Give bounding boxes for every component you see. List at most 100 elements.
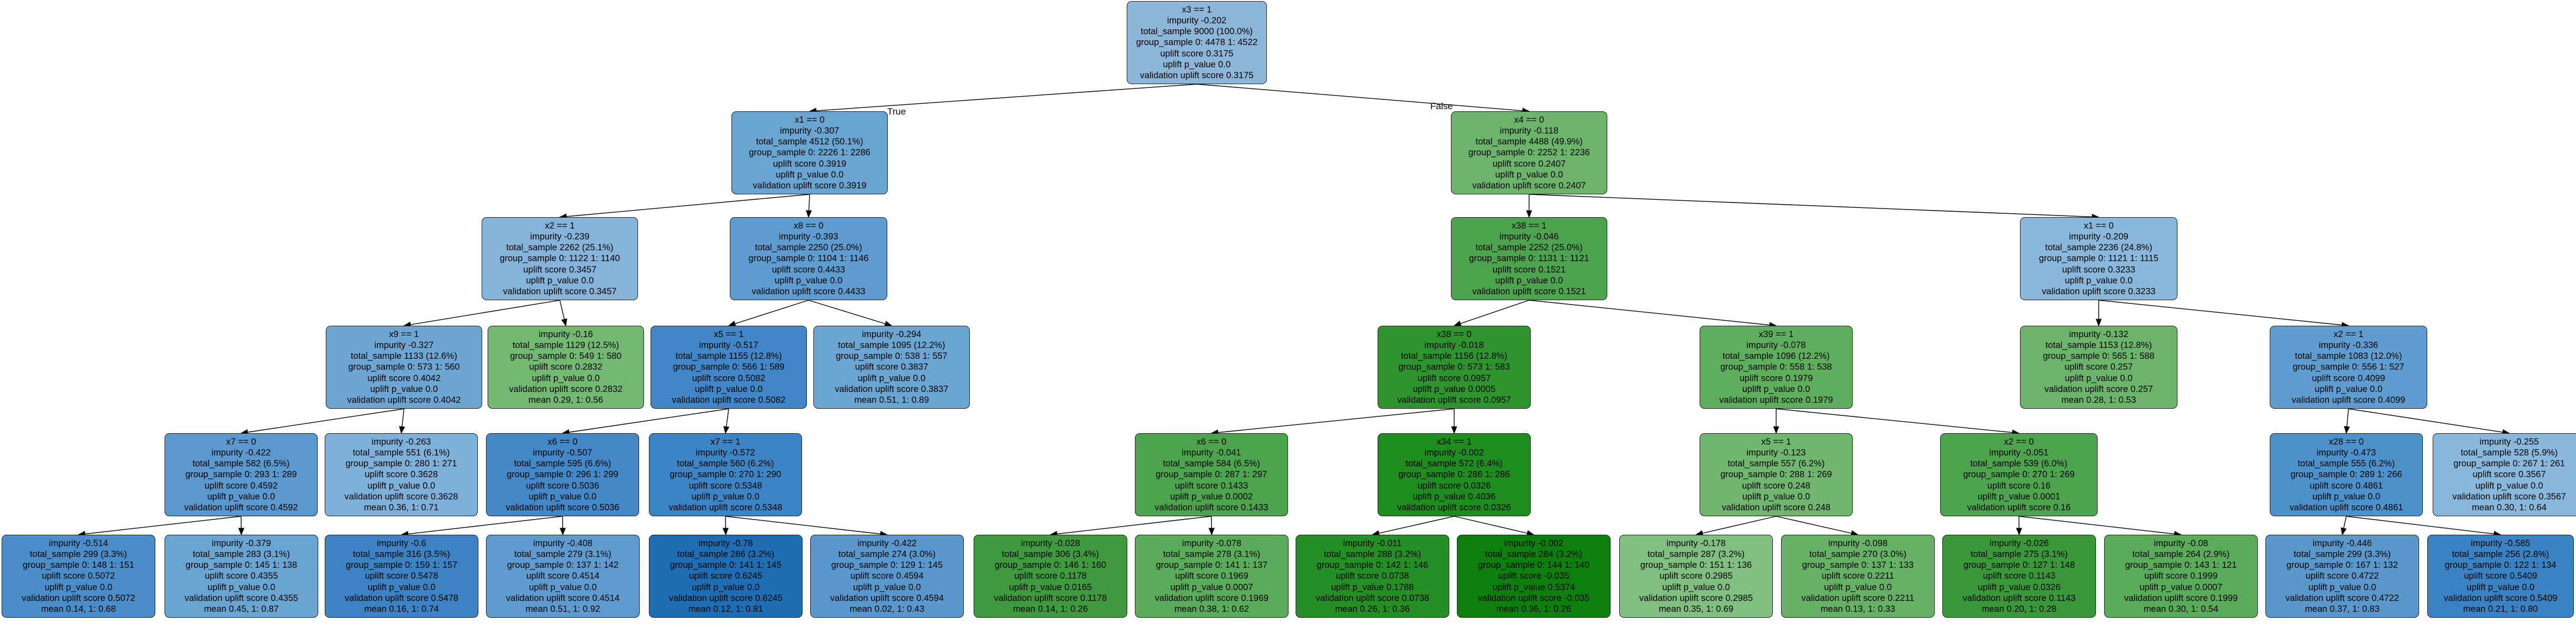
node-line: impurity -0.051 — [1989, 447, 2049, 458]
node-line: uplift score 0.4722 — [2306, 571, 2379, 581]
node-line: uplift score 0.4861 — [2309, 480, 2383, 491]
node-line: uplift score 0.5348 — [689, 480, 762, 491]
node-line: impurity -0.118 — [1500, 125, 1558, 136]
node-line: uplift score 0.5036 — [526, 480, 599, 491]
node-line: group_sample 0: 549 1: 580 — [510, 351, 622, 362]
node-line: uplift p_value 0.0 — [774, 275, 843, 286]
node-line: validation uplift score 0.2211 — [1801, 593, 1915, 603]
node-line: group_sample 0: 167 1: 132 — [2286, 560, 2398, 571]
node-line: impurity -0.011 — [1343, 538, 1402, 548]
node-line: validation uplift score 0.4433 — [752, 287, 866, 296]
edge-n0-n2 — [1196, 84, 1530, 114]
node-line: group_sample 0: 566 1: 589 — [673, 362, 785, 372]
node-line: uplift score -0.035 — [1498, 571, 1570, 581]
node-line: mean 0.35, 1: 0.69 — [1658, 604, 1734, 614]
node-line: impurity -0.408 — [533, 538, 593, 548]
node-line: x9 == 1 — [389, 329, 419, 339]
node-line: validation uplift score 0.3175 — [1140, 71, 1254, 80]
node-line: validation uplift score 0.5409 — [2444, 593, 2558, 603]
node-line: x2 == 1 — [545, 220, 575, 231]
node-line: group_sample 0: 143 1: 121 — [2125, 560, 2237, 571]
node-line: mean 0.02, 1: 0.43 — [849, 604, 925, 614]
node-line: total_sample 1095 (12.2%) — [838, 340, 945, 350]
node-line: mean 0.29, 1: 0.56 — [528, 395, 603, 405]
node-line: mean 0.38, 1: 0.62 — [1174, 604, 1249, 614]
node-line: group_sample 0: 267 1: 261 — [2453, 459, 2565, 469]
node-line: group_sample 0: 146 1: 160 — [994, 560, 1107, 571]
edge-n4-n10 — [808, 300, 893, 327]
node-line: uplift p_value 0.0 — [2314, 384, 2383, 394]
node-line: mean 0.28, 1: 0.53 — [2061, 395, 2136, 405]
node-line: total_sample 286 (3.2%) — [677, 549, 774, 559]
node-line: validation uplift score 0.3233 — [2042, 287, 2156, 296]
node-line: uplift score 0.16 — [1987, 480, 2051, 491]
node-line: x28 == 0 — [2328, 436, 2364, 447]
node-line: uplift score 0.2211 — [1821, 571, 1895, 581]
node-line: uplift p_value 0.0 — [528, 491, 597, 502]
node-line: uplift score 0.4514 — [526, 571, 599, 581]
node-line: validation uplift score 0.1999 — [2124, 593, 2238, 603]
node-line: validation uplift score 0.4099 — [2291, 395, 2405, 405]
node-line: group_sample 0: 145 1: 138 — [185, 560, 298, 571]
node-line: validation uplift score 0.5478 — [344, 593, 459, 603]
node-line: uplift score 0.257 — [2064, 362, 2133, 372]
node-line: group_sample 0: 144 1: 140 — [1478, 560, 1590, 571]
node-line: validation uplift score 0.3567 — [2452, 491, 2566, 502]
node-line: total_sample 1083 (12.0%) — [2295, 351, 2402, 362]
node-line: impurity -0.473 — [2316, 447, 2376, 458]
node-line: uplift score 0.5478 — [365, 571, 438, 581]
node-line: validation uplift score -0.035 — [1478, 593, 1590, 603]
node-line: uplift p_value 0.0 — [857, 373, 926, 383]
node-line: group_sample 0: 1104 1: 1146 — [748, 254, 869, 264]
node-line: impurity -0.209 — [2069, 231, 2129, 242]
node-line: total_sample 288 (3.2%) — [1324, 549, 1421, 559]
node-line: validation uplift score 0.3457 — [503, 287, 617, 296]
node-line: x3 == 1 — [1182, 4, 1212, 15]
node-line: mean 0.51, 1: 0.92 — [525, 604, 601, 614]
node-line: total_sample 316 (3.5%) — [353, 549, 450, 559]
edge-n1-n3 — [559, 194, 810, 220]
node-line: uplift p_value 0.0 — [1163, 59, 1231, 69]
node-line: validation uplift score 0.257 — [2044, 384, 2153, 394]
node-line: total_sample 4512 (50.1%) — [756, 137, 863, 147]
node-line: uplift p_value 0.0 — [2308, 582, 2376, 592]
node-line: mean 0.30, 1: 0.64 — [2472, 503, 2547, 512]
node-line: uplift p_value 0.0 — [532, 373, 600, 383]
node-line: total_sample 299 (3.3%) — [2294, 549, 2391, 559]
node-line: x39 == 1 — [1758, 329, 1794, 339]
node-line: group_sample 0: 556 1: 527 — [2293, 362, 2404, 372]
node-line: uplift p_value 0.0 — [370, 384, 438, 394]
node-line: uplift score 0.6245 — [689, 571, 762, 581]
node-line: mean 0.21, 1: 0.80 — [2463, 604, 2538, 614]
node-line: mean 0.37, 1: 0.83 — [2304, 604, 2380, 614]
node-line: group_sample 0: 270 1: 269 — [1963, 470, 2075, 480]
node-line: mean 0.36, 1: 0.71 — [364, 503, 439, 512]
node-line: group_sample 0: 148 1: 151 — [22, 560, 135, 571]
node-line: uplift score 0.1178 — [1014, 571, 1087, 581]
node-line: uplift p_value 0.5374 — [1492, 582, 1575, 592]
node-line: uplift p_value 0.0007 — [1170, 582, 1253, 592]
node-line: uplift score 0.4594 — [850, 571, 924, 581]
node-line: group_sample 0: 280 1: 271 — [345, 459, 457, 469]
node-line: total_sample 2262 (25.1%) — [506, 243, 614, 253]
node-line: validation uplift score 0.0326 — [1397, 503, 1511, 512]
node-line: uplift p_value 0.0 — [694, 384, 763, 394]
node-line: mean 0.20, 1: 0.28 — [1981, 604, 2057, 614]
node-line: validation uplift score 0.5348 — [668, 503, 782, 512]
node-line: impurity -0.422 — [211, 447, 271, 458]
node-line: total_sample 4488 (49.9%) — [1475, 137, 1583, 147]
